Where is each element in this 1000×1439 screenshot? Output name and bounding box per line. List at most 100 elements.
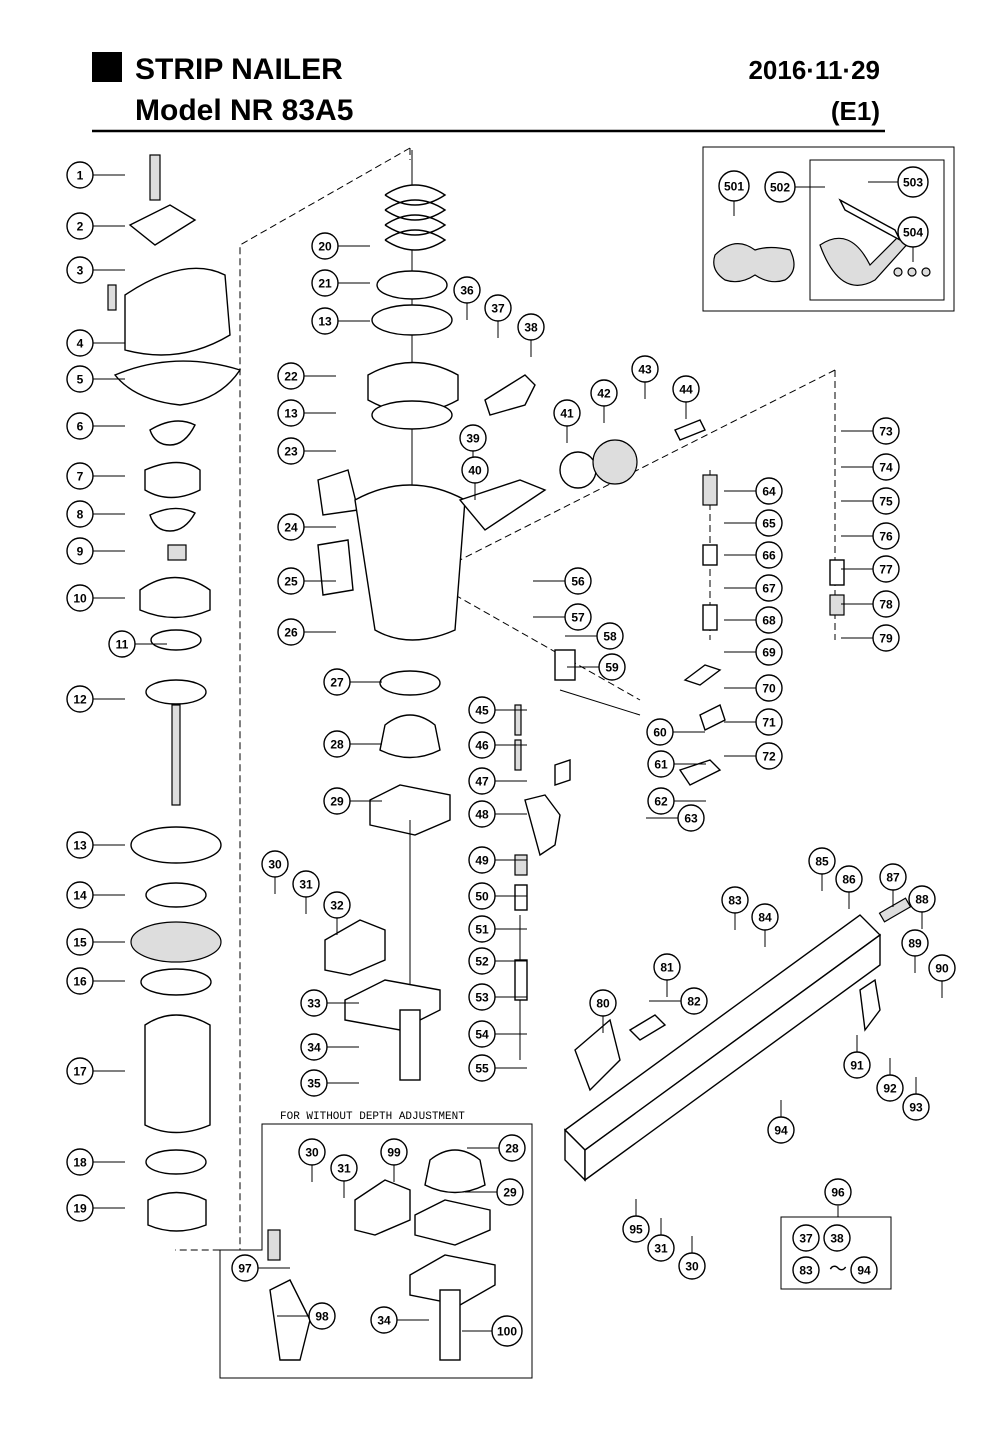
callout-circle (897, 216, 929, 248)
callout-number: 12 (73, 693, 87, 707)
part-callout-31: 31 (292, 870, 320, 898)
part-callout-7: 7 (66, 462, 94, 490)
kit-item-38: 38 (823, 1224, 851, 1252)
callout-circle (872, 624, 900, 652)
magazine-assembly (563, 897, 912, 1182)
callout-circle (484, 294, 512, 322)
callout-number: 38 (524, 321, 538, 335)
part-callout-30: 30 (261, 850, 289, 878)
part-callout-16: 16 (66, 967, 94, 995)
callout-circle (553, 399, 581, 427)
callout-number: 18 (73, 1156, 87, 1170)
part-callout-27: 27 (323, 668, 351, 696)
center-column-parts (317, 150, 547, 1081)
callout-circle (767, 1116, 795, 1144)
callout-circle (631, 355, 659, 383)
callout-number: 39 (466, 432, 480, 446)
callout-circle (292, 870, 320, 898)
part-callout-86: 86 (835, 865, 863, 893)
part-callout-9: 9 (66, 537, 94, 565)
callout-number: 32 (330, 899, 344, 913)
callout-circle (66, 412, 94, 440)
callout-number: 50 (475, 890, 489, 904)
callout-circle (231, 1254, 259, 1282)
part-callout-19: 19 (66, 1194, 94, 1222)
callout-number: 63 (684, 812, 698, 826)
part-callout-3: 3 (66, 256, 94, 284)
part-callout-64: 64 (755, 477, 783, 505)
part-callout-84: 84 (751, 903, 779, 931)
callout-number: 13 (73, 839, 87, 853)
part-callout-44: 44 (672, 375, 700, 403)
part-callout-67: 67 (755, 574, 783, 602)
callout-number: 66 (762, 549, 776, 563)
model-name: Model NR 83A5 (135, 94, 353, 127)
part-callout-61: 61 (647, 750, 675, 778)
part-callout-33: 33 (300, 989, 328, 1017)
part-callout-59: 59 (598, 653, 626, 681)
part-callout-58: 58 (596, 622, 624, 650)
callout-number: 28 (330, 738, 344, 752)
part-callout-57: 57 (564, 603, 592, 631)
callout-number: 52 (475, 955, 489, 969)
callout-circle (721, 886, 749, 914)
edition-code: (E1) (831, 96, 880, 126)
part-callout-47: 47 (468, 767, 496, 795)
callout-circle (755, 606, 783, 634)
callout-number: 99 (387, 1146, 401, 1160)
part-callout-28: 28 (498, 1134, 526, 1162)
callout-circle (850, 1256, 878, 1284)
callout-number: 94 (774, 1124, 788, 1138)
callout-circle (646, 718, 674, 746)
callout-number: 67 (762, 582, 776, 596)
callout-number: 58 (603, 630, 617, 644)
callout-number: 501 (724, 180, 744, 194)
part-callout-14: 14 (66, 881, 94, 909)
kit-item-94: 94 (850, 1256, 878, 1284)
callout-number: 37 (491, 302, 505, 316)
callout-circle (468, 846, 496, 874)
callout-circle (277, 399, 305, 427)
callout-number: 42 (597, 387, 611, 401)
callout-number: 46 (475, 739, 489, 753)
callout-group: 1234567891011121314151617181920211322132… (66, 161, 956, 1347)
part-callout-24: 24 (277, 513, 305, 541)
part-callout-97: 97 (231, 1254, 259, 1282)
callout-number: 51 (475, 923, 489, 937)
callout-number: 64 (762, 485, 776, 499)
callout-circle (277, 567, 305, 595)
part-callout-37: 37 (484, 294, 512, 322)
callout-number: 15 (73, 936, 87, 950)
left-column-parts (107, 154, 242, 1232)
part-callout-46: 46 (468, 731, 496, 759)
part-callout-6: 6 (66, 412, 94, 440)
part-callout-91: 91 (843, 1051, 871, 1079)
callout-number: 83 (728, 894, 742, 908)
callout-number: 62 (654, 795, 668, 809)
part-callout-31: 31 (647, 1234, 675, 1262)
callout-number: 29 (503, 1186, 517, 1200)
callout-number: 33 (307, 997, 321, 1011)
callout-number: 16 (73, 975, 87, 989)
callout-circle (66, 212, 94, 240)
part-callout-42: 42 (590, 379, 618, 407)
callout-circle (653, 953, 681, 981)
callout-number: 89 (908, 937, 922, 951)
callout-circle (66, 537, 94, 565)
callout-number: 11 (116, 638, 129, 652)
part-callout-73: 73 (872, 417, 900, 445)
callout-circle (872, 522, 900, 550)
part-callout-65: 65 (755, 509, 783, 537)
callout-circle (459, 424, 487, 452)
callout-circle (66, 1057, 94, 1085)
callout-circle (311, 269, 339, 297)
part-callout-56: 56 (564, 567, 592, 595)
callout-number: 27 (330, 676, 344, 690)
part-callout-30: 30 (678, 1252, 706, 1280)
part-callout-30: 30 (298, 1138, 326, 1166)
callout-number: 91 (850, 1059, 864, 1073)
callout-number: 70 (762, 682, 776, 696)
callout-number: 100 (497, 1325, 517, 1339)
depth-adjustment-inset: FOR WITHOUT DEPTH ADJUSTMENT (219, 1111, 533, 1379)
callout-circle (596, 622, 624, 650)
